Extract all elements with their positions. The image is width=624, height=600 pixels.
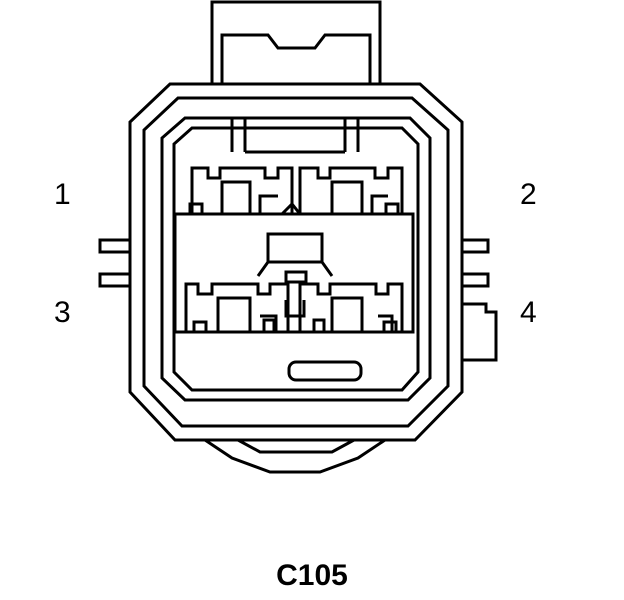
housing-bottom-lip bbox=[204, 438, 386, 474]
terminal-insert bbox=[173, 212, 415, 334]
connector-id-label: C105 bbox=[276, 559, 348, 592]
left-side-ribs bbox=[98, 238, 130, 288]
locking-slot bbox=[287, 360, 363, 382]
right-side-ribs bbox=[462, 238, 498, 362]
upper-terminal-row bbox=[188, 166, 404, 216]
center-key bbox=[256, 232, 334, 284]
pin-1-label: 1 bbox=[54, 178, 71, 211]
inner-cavity bbox=[160, 116, 432, 402]
lower-terminal-row bbox=[184, 282, 404, 334]
housing-outer-inner-edge bbox=[142, 96, 450, 428]
pin-4-label: 4 bbox=[520, 296, 537, 329]
pin-3-label: 3 bbox=[54, 296, 71, 329]
latch-tab bbox=[210, 0, 382, 84]
housing-outer bbox=[128, 82, 464, 442]
pin-2-label: 2 bbox=[520, 178, 537, 211]
